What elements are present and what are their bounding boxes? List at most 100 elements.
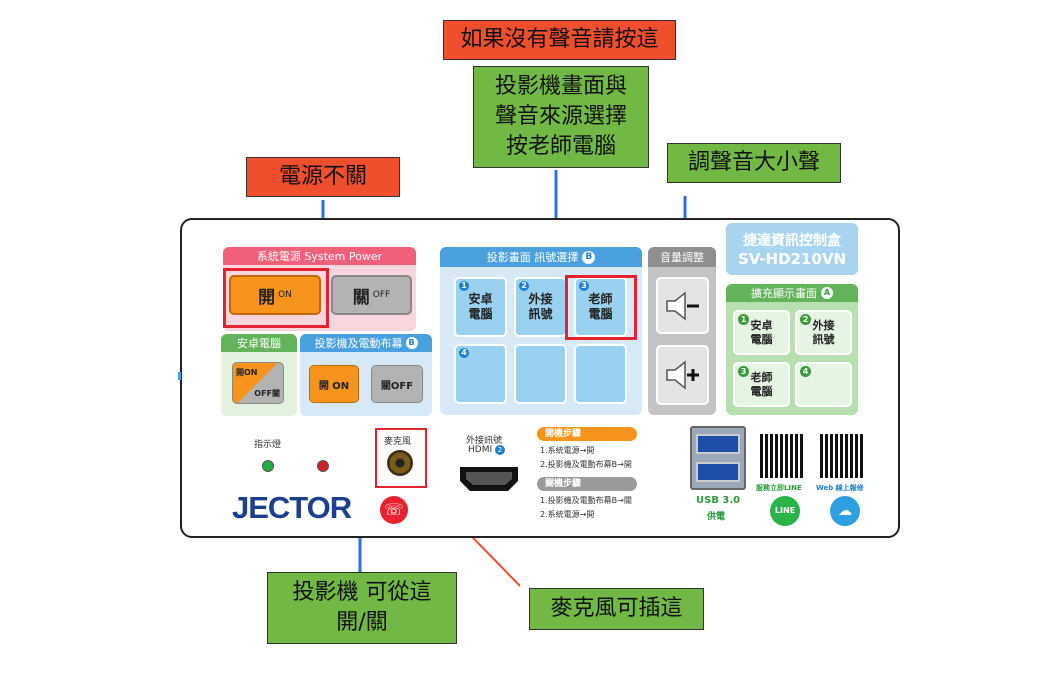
display-tile-android-num: 1 — [459, 281, 469, 291]
callout-projector-onoff: 投影機 可從這 開/關 — [267, 572, 457, 644]
display-tile-4-num: 4 — [459, 348, 469, 358]
panel-edge-mark — [178, 372, 181, 380]
callout-volume: 調聲音大小聲 — [667, 143, 841, 183]
power-on-label: 開 — [258, 287, 276, 308]
power-off-step-2: 2.系統電源→開 — [540, 510, 595, 519]
extended-tile-external-label: 外接 訊號 — [812, 318, 835, 346]
power-off-label: 關 — [352, 287, 370, 308]
display-tile-external-label: 外接 訊號 — [528, 292, 553, 321]
projector-off-label: 關OFF — [380, 380, 414, 392]
display-select-header-text: 投影畫面 訊號選擇 — [486, 251, 579, 264]
callout-no-sound: 如果沒有聲音請按這 — [443, 20, 676, 60]
usb-sub-label: 供電 — [707, 512, 726, 522]
extended-tile-external-num: 2 — [800, 314, 811, 325]
extended-header: 擴充顯示畫面 A — [726, 284, 858, 302]
usb-ports[interactable] — [690, 426, 746, 490]
brand-line1: 捷達資訊控制盒 — [743, 233, 841, 249]
volume-up-button[interactable] — [656, 345, 709, 405]
callout-no-sound-text: 如果沒有聲音請按這 — [460, 27, 659, 52]
indicator-label: 指示燈 — [254, 440, 282, 450]
brand-line2: SV-HD210VN — [737, 250, 847, 268]
hdmi-port[interactable] — [458, 463, 520, 493]
display-tile-android[interactable]: 1 安卓 電腦 — [454, 277, 507, 337]
callout-source-line2: 聲音來源選擇 — [494, 104, 627, 129]
callout-projector-line1: 投影機 可從這 — [292, 580, 432, 605]
callout-power: 電源不關 — [246, 157, 400, 197]
power-on-steps-header: 開機步驟 — [537, 427, 637, 441]
display-select-badge: B — [582, 250, 596, 264]
extended-tile-teacher-num: 3 — [738, 366, 749, 377]
projector-on-label: 開 ON — [318, 380, 350, 392]
power-on-steps-title: 開機步驟 — [545, 429, 582, 439]
line-icon-text: LINE — [774, 506, 796, 515]
callout-mic: 麥克風可插這 — [529, 588, 704, 630]
projector-off-button[interactable]: 關OFF — [371, 365, 423, 403]
mic-highlight — [375, 428, 427, 488]
display-tile-teacher[interactable]: 3 老師 電腦 — [574, 277, 627, 337]
brand-box: 捷達資訊控制盒 SV-HD210VN — [726, 223, 858, 275]
android-header-text: 安卓電腦 — [237, 337, 281, 350]
hdmi-sub-label: HDMI 2 — [468, 445, 505, 455]
extended-tile-4-num: 4 — [800, 366, 811, 377]
extended-tile-4[interactable]: 4 — [795, 362, 852, 407]
volume-down-button[interactable] — [656, 277, 709, 334]
callout-power-text: 電源不關 — [278, 164, 367, 189]
jector-logo: JECTOR — [232, 490, 352, 525]
qr-web-label: Web 線上報修 — [816, 484, 864, 492]
mic-label: 麥克風 — [384, 437, 412, 447]
display-tile-external-num: 2 — [519, 281, 529, 291]
speaker-up-icon — [665, 360, 699, 390]
power-off-step-1: 1.投影機及電動布幕B→關 — [540, 496, 632, 505]
system-power-header: 系統電源 System Power — [223, 247, 416, 265]
indicator-red-led — [317, 460, 329, 472]
extended-tile-android[interactable]: 1 安卓 電腦 — [733, 310, 790, 355]
projector-badge: B — [405, 337, 418, 349]
extended-tile-external[interactable]: 2 外接 訊號 — [795, 310, 852, 355]
hdmi-badge: 2 — [495, 445, 505, 455]
display-tile-5[interactable] — [514, 344, 567, 404]
extended-tile-teacher-label: 老師 電腦 — [750, 370, 773, 398]
display-tile-android-label: 安卓 電腦 — [468, 292, 493, 321]
cloud-service-icon: ☁ — [830, 496, 860, 526]
usb-label: USB 3.0 — [696, 495, 741, 506]
display-select-header: 投影畫面 訊號選擇 B — [440, 247, 642, 267]
usb-port-2[interactable] — [696, 462, 740, 482]
extended-tile-teacher[interactable]: 3 老師 電腦 — [733, 362, 790, 407]
power-off-steps-title: 關機步驟 — [545, 479, 582, 489]
extended-tile-android-label: 安卓 電腦 — [750, 318, 773, 346]
extended-tile-android-num: 1 — [738, 314, 749, 325]
projector-on-button[interactable]: 開 ON — [309, 365, 359, 403]
android-off-label: OFF關 — [254, 389, 280, 398]
power-off-button[interactable]: 關 OFF — [331, 275, 412, 315]
power-on-sub: ON — [278, 290, 292, 300]
display-tile-6[interactable] — [574, 344, 627, 404]
projector-header-text: 投影機及電動布幕 — [314, 337, 403, 350]
line-icon: LINE — [770, 496, 800, 526]
volume-header: 音量調整 — [648, 247, 716, 267]
mic-jack[interactable] — [387, 450, 413, 476]
projector-header: 投影機及電動布幕 B — [300, 334, 432, 352]
usb-port-1[interactable] — [696, 434, 740, 454]
power-off-steps-header: 關機步驟 — [537, 477, 637, 491]
extended-badge: A — [821, 287, 833, 299]
callout-source-line1: 投影機畫面與 — [494, 74, 627, 99]
volume-header-text: 音量調整 — [660, 251, 704, 264]
callout-source-line3: 按老師電腦 — [505, 134, 616, 159]
callout-projector-line2: 開/關 — [336, 610, 388, 635]
display-tile-4[interactable]: 4 — [454, 344, 507, 404]
power-on-step-2: 2.投影機及電動布幕B→開 — [540, 460, 632, 469]
hdmi-sub-text: HDMI — [468, 445, 493, 455]
callout-source-select: 投影機畫面與 聲音來源選擇 按老師電腦 — [473, 66, 649, 168]
hdmi-label: 外接訊號 — [466, 436, 503, 446]
indicator-green-led — [262, 460, 274, 472]
power-on-step-1: 1.系統電源→開 — [540, 446, 595, 455]
display-teacher-highlight — [565, 275, 637, 340]
speaker-down-icon — [665, 290, 699, 321]
qr-line-label: 服務立即LINE — [756, 484, 802, 492]
android-toggle-button[interactable]: 開ON OFF關 — [232, 362, 284, 404]
display-tile-external[interactable]: 2 外接 訊號 — [514, 277, 567, 337]
display-tile-teacher-label: 老師 電腦 — [588, 292, 613, 321]
power-on-button[interactable]: 開 ON — [229, 275, 321, 315]
power-on-highlight — [223, 268, 329, 328]
qr-code-line — [760, 434, 804, 478]
